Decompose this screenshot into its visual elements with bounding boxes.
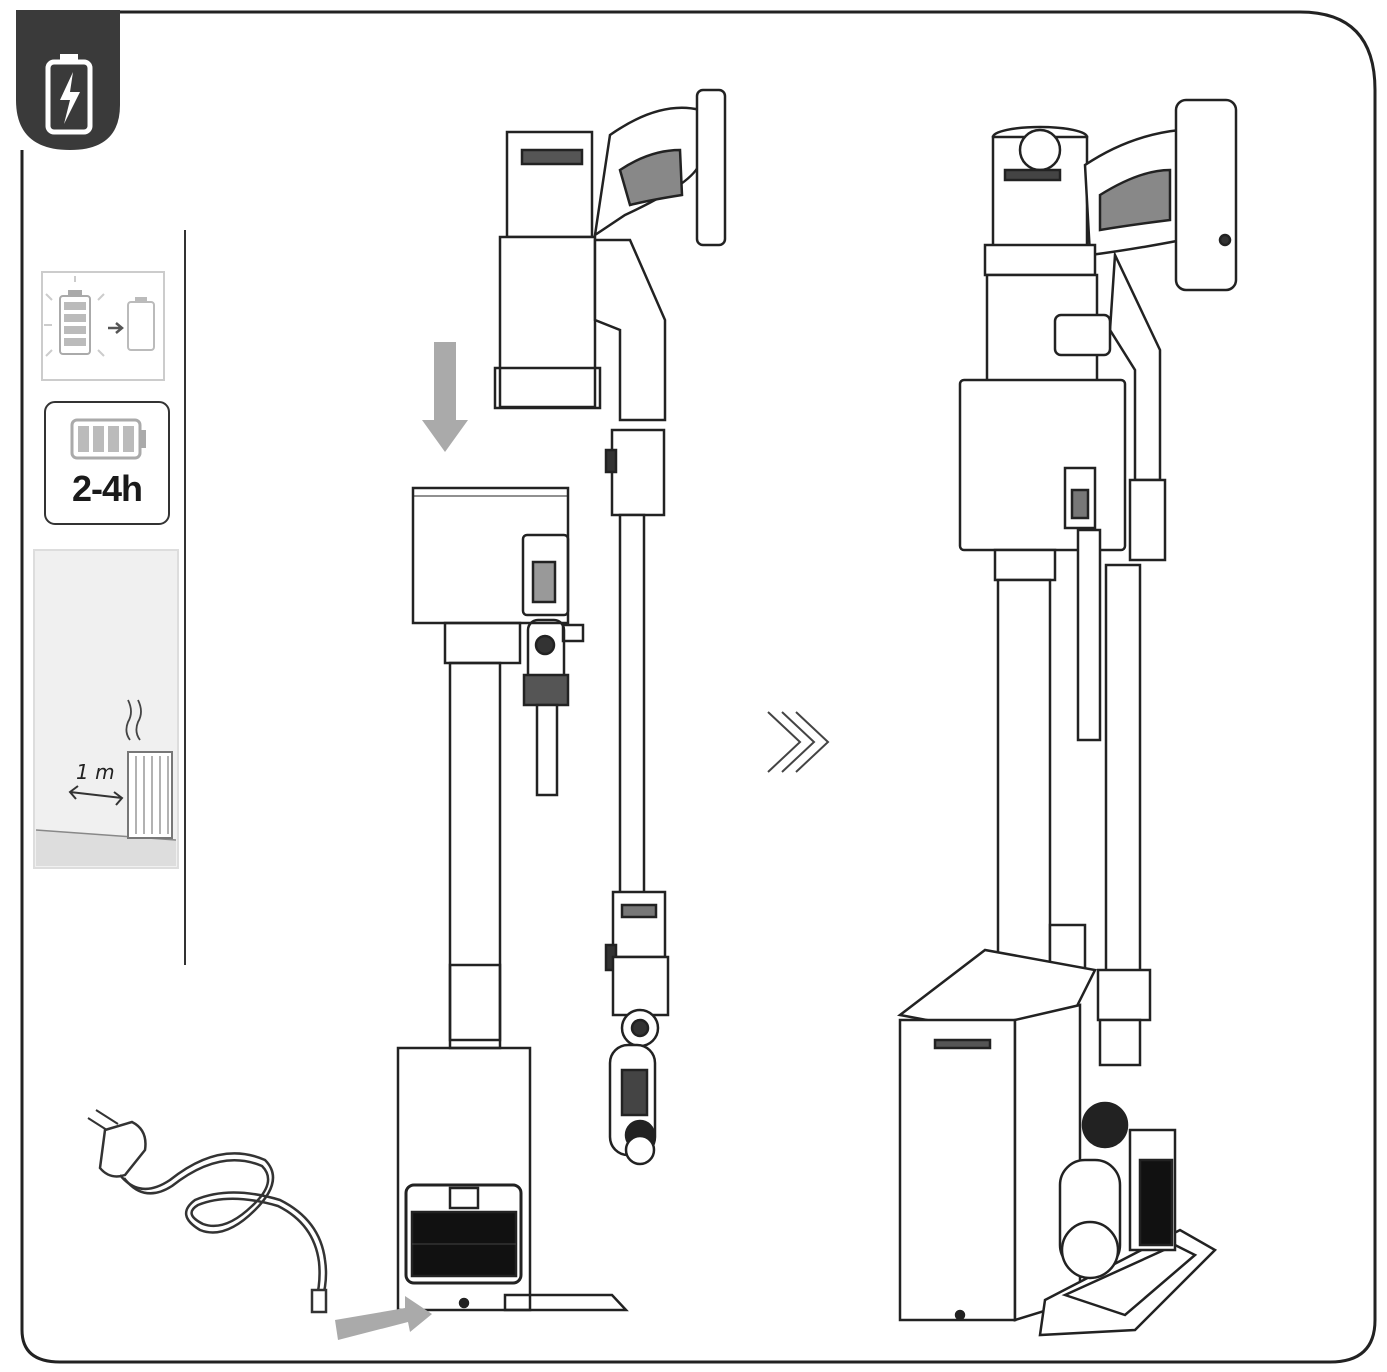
crevice-tool [521,533,585,797]
vacuum-cleaner-detached [493,88,727,1166]
arrow-down-icon [422,342,468,452]
battery-full-icon [44,401,170,525]
battery-charging-icon [16,10,120,150]
charging-dock [396,486,629,1312]
triple-chevron-right-icon [767,711,830,773]
vacuum-cleaner-docked [897,98,1238,1337]
heater-distance-icon [33,549,179,869]
heater-distance-label: 1 m [76,760,115,784]
page-frame [20,10,1377,1364]
arrow-right-icon [335,1296,432,1340]
power-adapter-icon [87,1109,328,1314]
charge-time-label: 2-4h [71,468,143,509]
battery-transfer-icon [41,271,165,381]
